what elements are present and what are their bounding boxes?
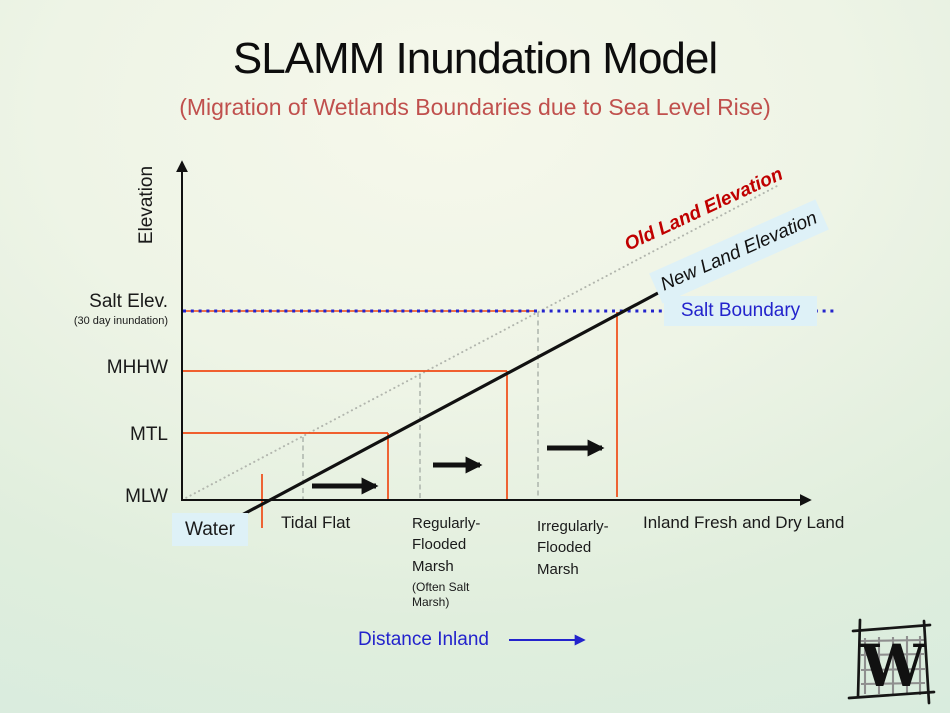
- tick-mlw: MLW: [125, 486, 168, 507]
- new-land-elevation-line: [239, 291, 659, 518]
- y-axis-label: Elevation: [136, 165, 157, 245]
- zone-label-regularly-flooded-marsh: Regularly- Flooded Marsh (Often Salt Mar…: [412, 513, 480, 611]
- logo-frame-icon: [847, 618, 936, 705]
- logo-letter: W: [859, 632, 926, 700]
- old-land-elevation-line: [181, 185, 778, 501]
- tick-mhhw: MHHW: [106, 357, 168, 378]
- zone-label-often-salt-marsh-note: (Often Salt Marsh): [412, 579, 470, 610]
- tick-salt-elev: Salt Elev. (30 day inundation): [74, 291, 168, 327]
- logo-grid-icon: [860, 636, 926, 695]
- distance-inland-label: Distance Inland: [358, 629, 489, 650]
- w-grid-logo: W: [847, 618, 936, 705]
- page-title: SLAMM Inundation Model: [232, 34, 718, 83]
- zone-label-inland-fresh-dry-land: Inland Fresh and Dry Land: [643, 513, 845, 532]
- tick-salt-elev-label: Salt Elev.: [89, 291, 168, 312]
- page-subtitle: (Migration of Wetlands Boundaries due to…: [179, 94, 771, 120]
- zone-label-irregularly-flooded-marsh: Irregularly- Flooded Marsh: [537, 518, 609, 578]
- salt-boundary-label: Salt Boundary: [664, 296, 817, 326]
- zone-label-regularly-flooded-text: Regularly- Flooded Marsh: [412, 515, 481, 575]
- tick-salt-elev-note: (30 day inundation): [73, 315, 168, 327]
- tick-mtl: MTL: [130, 424, 168, 445]
- zone-label-tidal-flat: Tidal Flat: [281, 513, 351, 532]
- zone-label-water: Water: [172, 513, 248, 546]
